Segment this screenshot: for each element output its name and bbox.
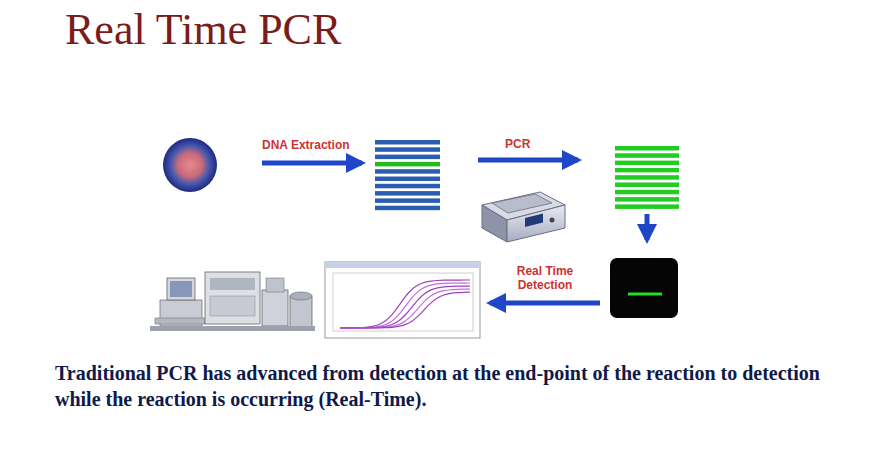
thermocycler: [482, 192, 565, 242]
arrow: [645, 214, 650, 240]
arrow: [490, 301, 600, 306]
amplification-plot: [325, 262, 480, 338]
arrow-label-holder: Real Time Detection: [505, 264, 585, 292]
cell-icon: [163, 138, 217, 192]
dna-strands: [375, 140, 440, 210]
arrow-label: DNA Extraction: [262, 138, 382, 152]
caption: Traditional PCR has advanced from detect…: [55, 360, 835, 412]
signal-band: [628, 293, 662, 296]
instrument: [150, 272, 315, 331]
arrow-label-holder: DNA Extraction: [262, 138, 382, 152]
slide-title: Real Time PCR: [65, 6, 341, 54]
detector: [610, 258, 678, 318]
arrow-label: PCR: [505, 137, 565, 151]
amplified-dna: [615, 146, 679, 209]
arrow-label-holder: PCR: [505, 137, 565, 151]
caption-holder: Traditional PCR has advanced from detect…: [55, 360, 835, 412]
arrow: [478, 158, 578, 163]
arrow: [262, 161, 362, 166]
title-holder: Real Time PCR: [65, 6, 341, 54]
arrow-label: Real Time Detection: [505, 264, 585, 292]
